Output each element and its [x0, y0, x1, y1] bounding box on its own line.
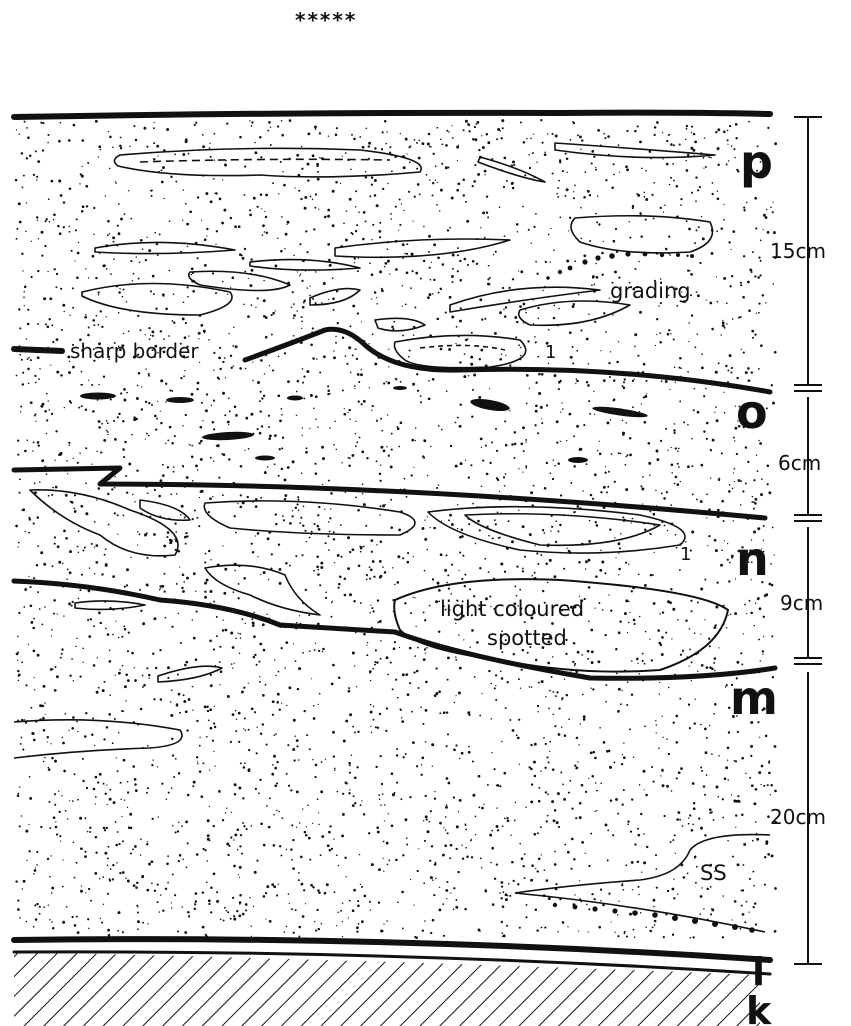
bed-letter-k: k [746, 989, 772, 1026]
thickness-label-n: 9cm [780, 591, 823, 615]
spotted-label: spotted [487, 626, 567, 650]
lens [555, 143, 715, 158]
grading-label: grading [610, 279, 691, 303]
lens [250, 260, 360, 271]
ss-patch [515, 835, 770, 893]
lens [14, 720, 182, 758]
boundary-m [14, 581, 775, 678]
dark-clast [393, 386, 407, 390]
lens [95, 242, 235, 253]
sharp-border-leader [14, 349, 62, 351]
bed-letter-o: o [736, 385, 768, 439]
lens [114, 148, 421, 177]
bed-letter-p: p [740, 135, 773, 189]
header-stars: ***** [295, 8, 357, 32]
lens [375, 318, 425, 331]
lens [335, 239, 510, 257]
lens-inner [140, 159, 390, 162]
dark-clasts [80, 386, 648, 463]
lens [310, 289, 360, 305]
dark-clast [202, 431, 254, 442]
thickness-label-o: 6cm [778, 451, 821, 475]
top-boundary [14, 113, 770, 117]
lens [478, 157, 545, 182]
thickness-label-m: 20cm [770, 805, 826, 829]
thickness-label-p: 15cm [770, 239, 826, 263]
bed-letter-m: m [730, 671, 778, 725]
grading-dots [546, 251, 755, 932]
marker-1-upper: 1 [545, 342, 556, 363]
base-hatched-bed [14, 952, 760, 1026]
bed-letter-n: n [736, 532, 769, 586]
lens-inner [465, 514, 660, 546]
bed-letter-l: l [752, 950, 765, 994]
lens-inner [420, 345, 505, 350]
lens [30, 490, 178, 556]
lenses [14, 143, 770, 932]
sharp-border-label: sharp border [70, 339, 199, 363]
ss-label: SS [700, 861, 727, 885]
dark-clast [166, 397, 194, 403]
marker-1-lower: 1 [680, 544, 691, 565]
dark-clast [568, 457, 588, 463]
lens [82, 284, 232, 316]
dark-clast [469, 397, 510, 414]
lens [571, 216, 713, 253]
dark-clast [287, 396, 303, 401]
light-coloured-label: light coloured [440, 597, 584, 621]
dark-clast [255, 456, 275, 461]
dark-clast [80, 393, 116, 400]
